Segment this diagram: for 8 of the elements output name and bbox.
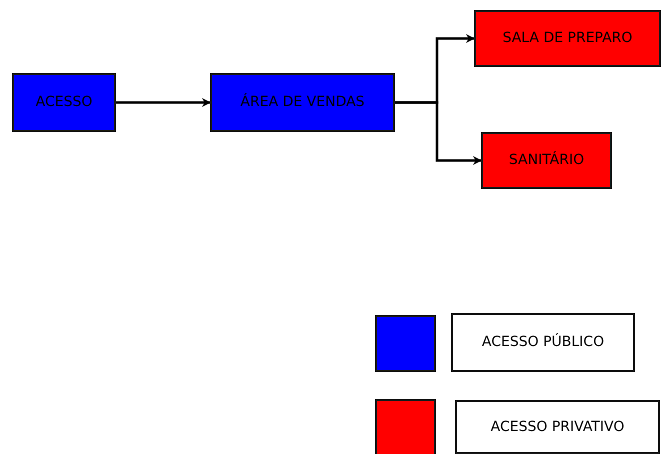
arrow (395, 101, 482, 165)
room-box: ÁREA DE VENDAS (210, 73, 395, 132)
room-box: ACESSO (12, 73, 116, 132)
room-box: SANITÁRIO (481, 132, 612, 189)
room-box: SALA DE PREPARO (474, 10, 661, 67)
legend-label: ACESSO PRIVATIVO (455, 400, 660, 454)
arrow (116, 98, 211, 107)
legend-label: ACESSO PÚBLICO (451, 313, 635, 372)
